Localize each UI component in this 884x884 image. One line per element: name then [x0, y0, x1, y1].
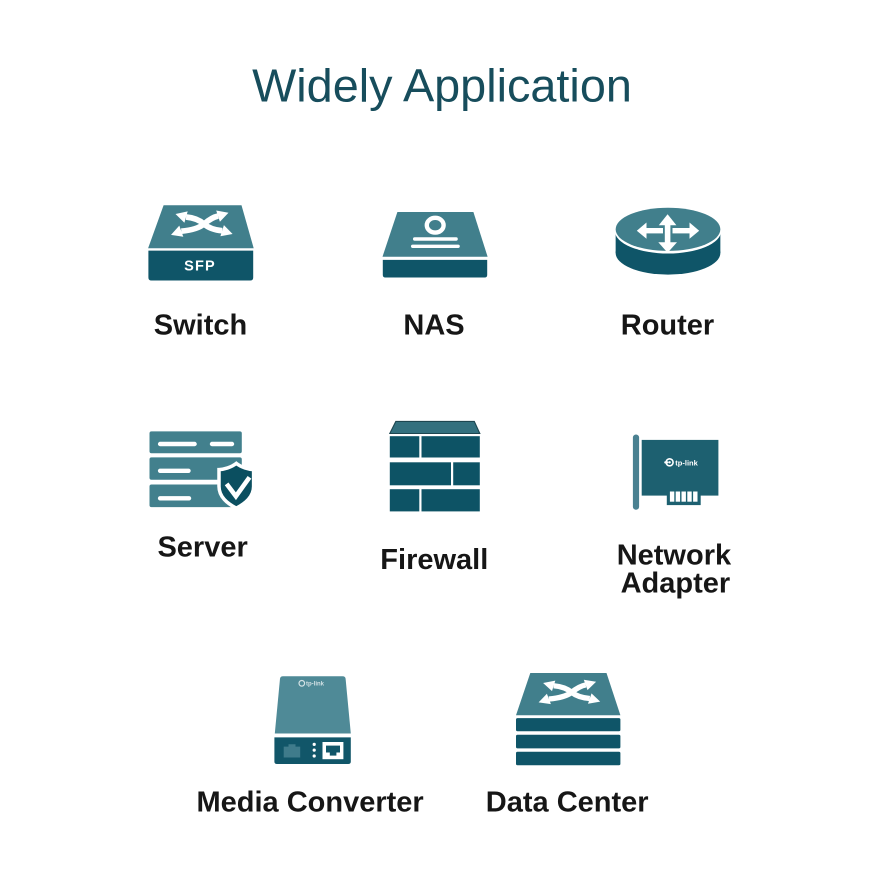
svg-text:Firewall: Firewall: [380, 544, 488, 576]
svg-text:Data Center: Data Center: [486, 787, 649, 819]
svg-text:SFP: SFP: [184, 259, 216, 275]
svg-text:tp-link: tp-link: [675, 458, 698, 467]
svg-text:Switch: Switch: [154, 310, 247, 342]
svg-text:Router: Router: [621, 310, 714, 342]
svg-text:tp-link: tp-link: [306, 682, 325, 688]
svg-text:Media Converter: Media Converter: [196, 787, 423, 819]
svg-text:Network: Network: [617, 540, 732, 572]
svg-text:Adapter: Adapter: [621, 568, 731, 600]
svg-text:Server: Server: [157, 532, 247, 564]
svg-text:NAS: NAS: [403, 310, 464, 342]
svg-text:Widely Application: Widely Application: [252, 60, 632, 112]
